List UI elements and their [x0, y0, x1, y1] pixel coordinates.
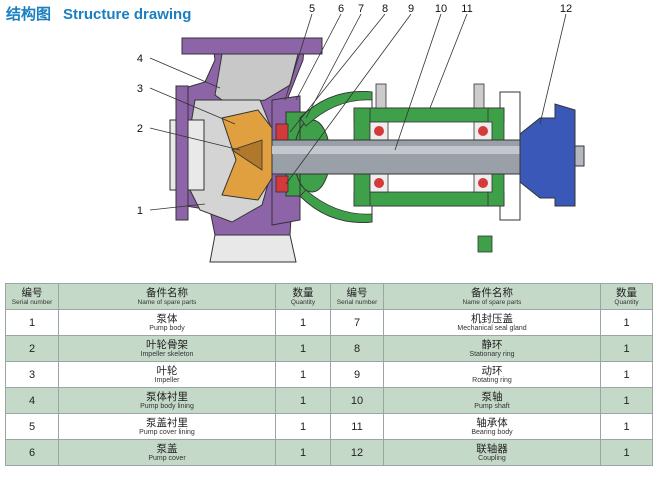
quantity: 1 [600, 387, 653, 414]
serial-number: 11 [330, 413, 384, 440]
serial-number: 3 [5, 361, 59, 388]
callout-11: 11 [461, 3, 472, 15]
drain-plug [477, 235, 493, 253]
serial-number: 4 [5, 387, 59, 414]
serial-number: 2 [5, 335, 59, 362]
callout-12: 12 [560, 3, 572, 15]
quantity: 1 [275, 413, 331, 440]
callout-8: 8 [382, 3, 388, 15]
outlet-flange [181, 37, 323, 55]
callout-6: 6 [338, 3, 344, 15]
callout-9: 9 [408, 3, 414, 15]
serial-number: 12 [330, 439, 384, 466]
callout-10: 10 [435, 3, 447, 15]
callout-2: 2 [137, 123, 143, 135]
oil-cup-rear [473, 83, 485, 109]
serial-number: 5 [5, 413, 59, 440]
quantity: 1 [600, 361, 653, 388]
callout-3: 3 [137, 83, 143, 95]
quantity: 1 [600, 439, 653, 466]
quantity: 1 [275, 387, 331, 414]
quantity: 1 [275, 439, 331, 466]
serial-number: 6 [5, 439, 59, 466]
serial-number: 8 [330, 335, 384, 362]
quantity: 1 [275, 309, 331, 336]
impeller-skeleton [231, 139, 263, 171]
rotating-ring [275, 175, 289, 193]
quantity: 1 [600, 309, 653, 336]
serial-number: 9 [330, 361, 384, 388]
callout-1: 1 [137, 205, 143, 217]
coupling [519, 103, 576, 207]
inlet-flange [175, 85, 189, 221]
serial-number: 10 [330, 387, 384, 414]
page-title: 结构图 Structure drawing [6, 3, 191, 24]
title-zh: 结构图 [6, 5, 52, 23]
oil-cup-front [375, 83, 387, 109]
quantity: 1 [275, 335, 331, 362]
stationary-ring [275, 123, 289, 141]
pump-foot [209, 234, 297, 263]
callout-7: 7 [358, 3, 364, 15]
quantity: 1 [600, 413, 653, 440]
callout-4: 4 [137, 53, 143, 65]
serial-number: 1 [5, 309, 59, 336]
title-en: Structure drawing [63, 6, 192, 23]
quantity: 1 [275, 361, 331, 388]
pump-structure-drawing: 1 2 3 4 5 6 7 8 9 10 11 12 [137, 3, 585, 263]
serial-number: 7 [330, 309, 384, 336]
quantity: 1 [600, 335, 653, 362]
callout-5: 5 [309, 3, 315, 15]
